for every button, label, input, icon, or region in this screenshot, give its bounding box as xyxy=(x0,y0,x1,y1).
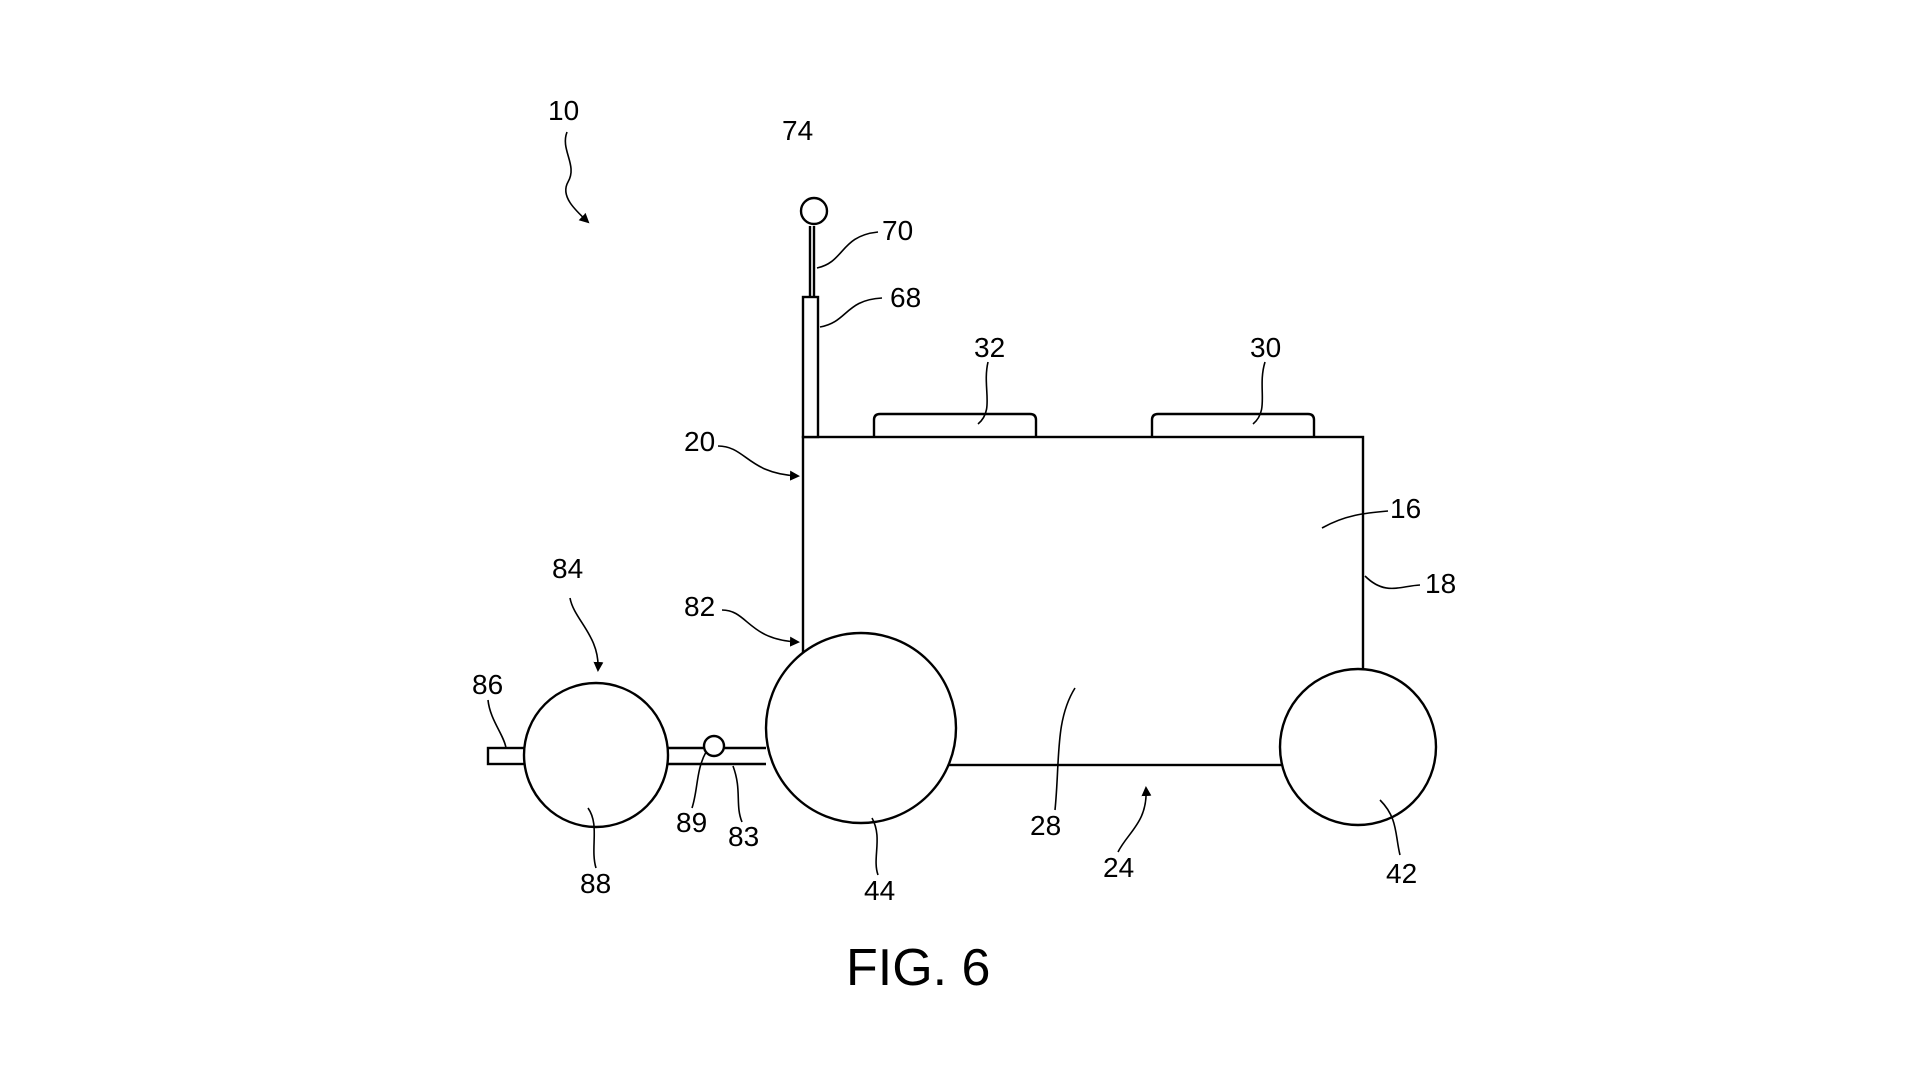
label-16: 16 xyxy=(1390,493,1421,524)
leader-30 xyxy=(1252,361,1266,425)
label-44: 44 xyxy=(864,875,895,906)
label-74: 74 xyxy=(782,115,813,146)
label-30: 30 xyxy=(1250,332,1281,363)
label-83: 83 xyxy=(728,821,759,852)
leader-89 xyxy=(691,751,707,809)
pivot-89 xyxy=(702,734,726,758)
leader-44 xyxy=(871,817,879,876)
label-18: 18 xyxy=(1425,568,1456,599)
label-28: 28 xyxy=(1030,810,1061,841)
label-88: 88 xyxy=(580,868,611,899)
beacon-ball-74 xyxy=(799,196,829,226)
label-82: 82 xyxy=(684,591,715,622)
leader-10 xyxy=(564,131,590,224)
vehicle-body xyxy=(801,435,1365,767)
leader-88 xyxy=(587,807,597,869)
leader-86 xyxy=(487,699,507,749)
front-wheel-44 xyxy=(764,631,958,825)
trailer-wheel-88 xyxy=(522,681,670,829)
leader-70 xyxy=(816,231,879,269)
label-68: 68 xyxy=(890,282,921,313)
label-42: 42 xyxy=(1386,858,1417,889)
label-70: 70 xyxy=(882,215,913,246)
label-32: 32 xyxy=(974,332,1005,363)
label-86: 86 xyxy=(472,669,503,700)
rear-wheel-42 xyxy=(1278,667,1438,827)
label-10: 10 xyxy=(548,95,579,126)
leader-32 xyxy=(977,361,989,425)
hitch-end-86 xyxy=(486,746,527,766)
label-84: 84 xyxy=(552,553,583,584)
leader-28 xyxy=(1054,687,1076,811)
leader-24 xyxy=(1117,786,1152,853)
top-compartment-32 xyxy=(872,412,1038,437)
top-compartment-30 xyxy=(1150,412,1316,437)
leader-16 xyxy=(1321,510,1389,529)
leader-83 xyxy=(732,765,743,823)
label-24: 24 xyxy=(1103,852,1134,883)
leader-42 xyxy=(1379,799,1401,856)
leader-68 xyxy=(819,297,883,328)
leader-84 xyxy=(569,597,604,672)
label-89: 89 xyxy=(676,807,707,838)
leader-20 xyxy=(717,445,800,481)
mast-housing-68 xyxy=(801,295,820,439)
label-20: 20 xyxy=(684,426,715,457)
leader-82 xyxy=(721,609,800,647)
figure-caption: FIG. 6 xyxy=(846,939,990,997)
leader-18 xyxy=(1364,575,1421,590)
